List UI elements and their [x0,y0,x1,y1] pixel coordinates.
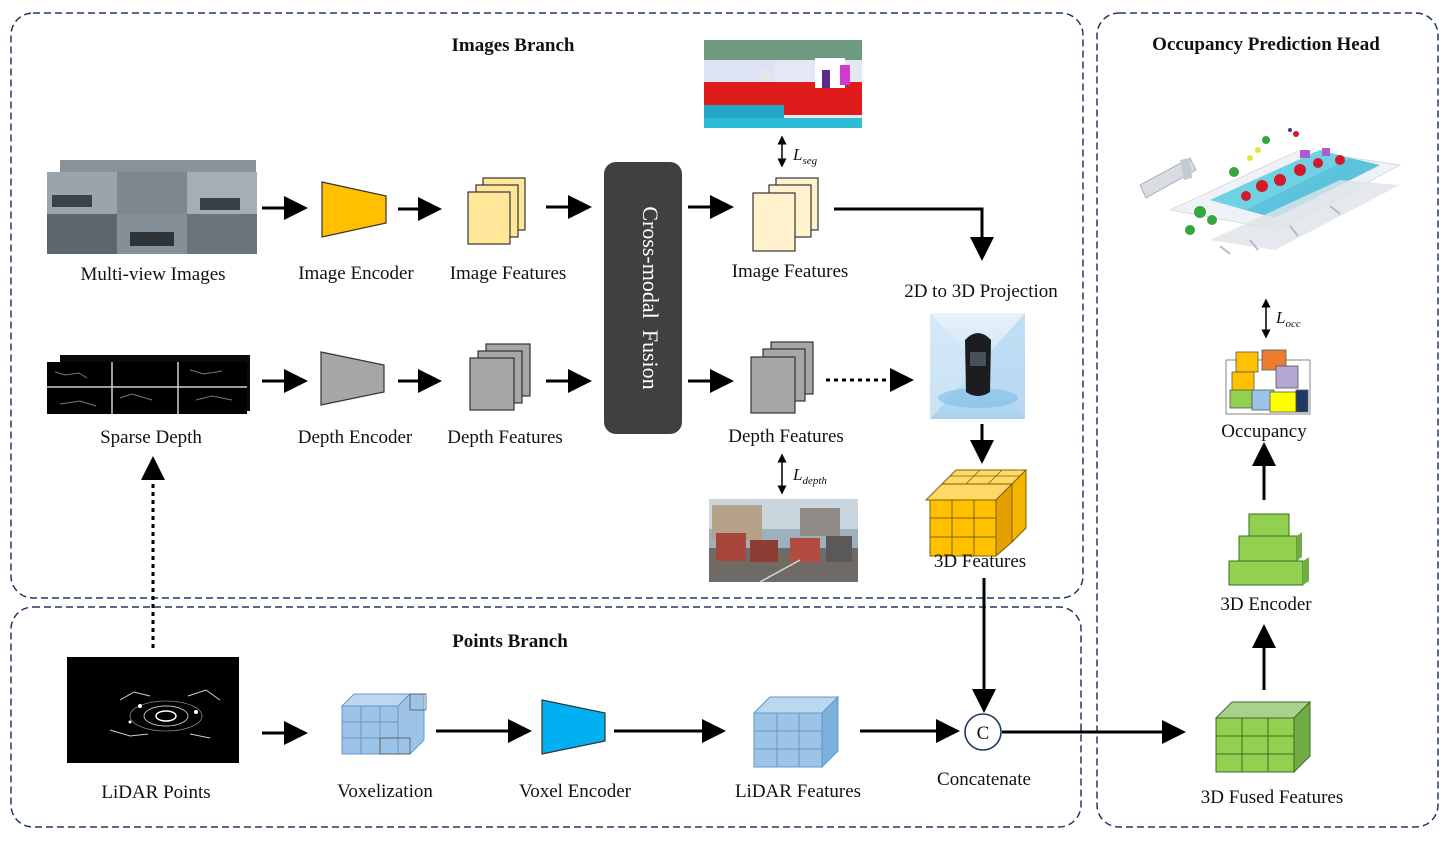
multi-view-images [47,160,257,254]
cross-modal-fusion-label: Cross-modal Fusion [638,206,663,389]
projection-label: 2D to 3D Projection [904,281,1058,302]
image-features-stack [467,177,526,245]
depth-encoder-label: Depth Encoder [298,427,413,448]
depth-features-label: Depth Features [447,427,563,448]
images-branch-border [10,12,1084,599]
fused-features-cube [1214,700,1312,774]
sparse-depth-label: Sparse Depth [100,427,202,448]
fused-image-features-stack [752,177,819,252]
occ-loss-label: Locc [1275,308,1301,330]
sparse-depth-image [47,355,250,414]
cross-modal-fusion-block [604,162,682,434]
images-branch-title: Images Branch [452,35,575,56]
3d-features-cube [924,468,1028,558]
depth-loss-label: Ldepth [792,465,827,487]
points-branch-title: Points Branch [452,631,568,652]
lidar-features-label: LiDAR Features [735,781,861,802]
voxelization-label: Voxelization [337,781,433,802]
depth-features-stack [469,343,531,411]
lidar-features-cube [752,695,840,769]
image-encoder-label: Image Encoder [298,263,414,284]
concatenate-label: Concatenate [937,769,1031,790]
segmentation-map-image [704,40,862,128]
multi-view-images-label: Multi-view Images [80,264,225,285]
depth-supervision-image [709,499,858,583]
occupancy-label: Occupancy [1221,421,1307,442]
fused-features-label: 3D Fused Features [1201,787,1343,808]
voxel-encoder-shape [541,699,606,755]
occupancy-prediction-scene [1139,128,1401,255]
occupancy-head-title: Occupancy Prediction Head [1152,34,1380,55]
voxel-encoder-label: Voxel Encoder [519,781,632,802]
lidar-points-image [67,657,239,763]
concatenate-symbol [964,713,1002,751]
fused-depth-features-stack [750,341,814,414]
3d-features-label: 3D Features [934,551,1026,572]
3d-encoder-label: 3D Encoder [1220,594,1312,615]
image-features-label: Image Features [450,263,567,284]
fused-image-features-label: Image Features [732,261,849,282]
points-branch-border [10,606,1082,828]
lidar-points-label: LiDAR Points [101,782,210,803]
depth-encoder-shape [320,351,385,406]
arrow-image-features-to-projection [834,207,994,261]
occupancy-head-border [1096,12,1439,828]
fused-depth-features-label: Depth Features [728,426,844,447]
occupancy-cube [1225,349,1311,415]
concatenate-symbol-letter: C [977,723,990,744]
voxelization-cube [340,693,427,755]
seg-loss-label: Lseg [792,145,818,167]
projection-image [930,313,1025,419]
image-encoder-shape [321,181,387,238]
3d-encoder-shape [1228,513,1309,586]
